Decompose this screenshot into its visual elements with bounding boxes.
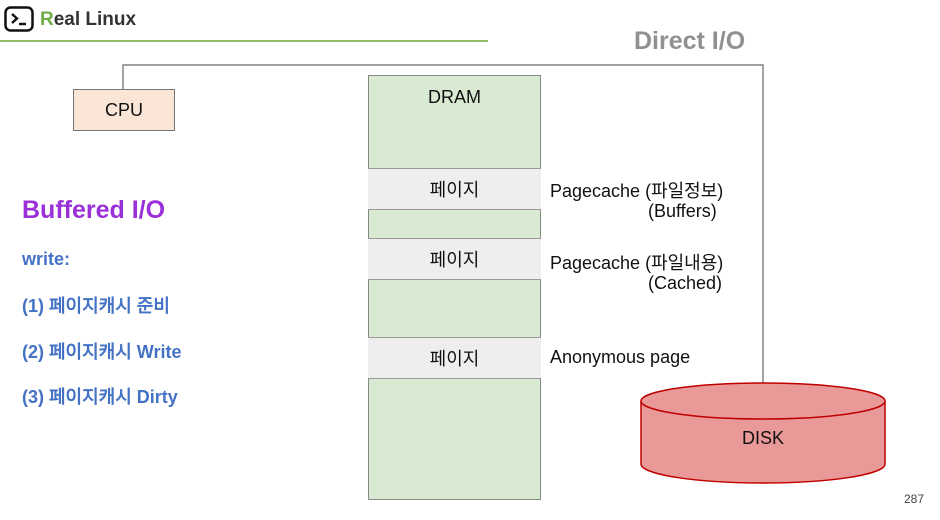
dram-label: DRAM: [428, 87, 481, 107]
anonymous-page-label: Anonymous page: [550, 347, 691, 367]
slide-title: Direct I/O: [634, 27, 746, 55]
page-slot-anonymous: 페이지: [368, 337, 541, 379]
direct-io-arrow: [122, 64, 770, 417]
step-dirty: (3) 페이지캐시 Dirty: [22, 387, 178, 407]
disk-cylinder: [640, 382, 886, 484]
page-number: 287: [904, 492, 925, 506]
brand-name: Real Linux: [40, 9, 136, 31]
brand-initial: R: [40, 9, 54, 30]
pagecache-buffers-label: Pagecache (파일정보): [550, 181, 724, 201]
header-divider: [0, 40, 488, 42]
write-label: write:: [22, 249, 71, 269]
buffered-io-heading: Buffered I/O: [22, 196, 166, 224]
step-write: (2) 페이지캐시 Write: [22, 342, 182, 362]
step-prepare: (1) 페이지캐시 준비: [22, 296, 170, 316]
buffers-sublabel: (Buffers): [648, 201, 717, 221]
disk-label: DISK: [741, 428, 784, 448]
page-slot-cached: 페이지: [368, 238, 541, 280]
cpu-box: CPU: [73, 89, 175, 131]
terminal-prompt-icon: [4, 6, 34, 32]
brand-rest: eal Linux: [53, 9, 137, 30]
pagecache-cached-label: Pagecache (파일내용): [550, 253, 724, 273]
cached-sublabel: (Cached): [648, 273, 723, 293]
page-slot-buffers: 페이지: [368, 168, 541, 210]
dram-block: [368, 75, 541, 500]
